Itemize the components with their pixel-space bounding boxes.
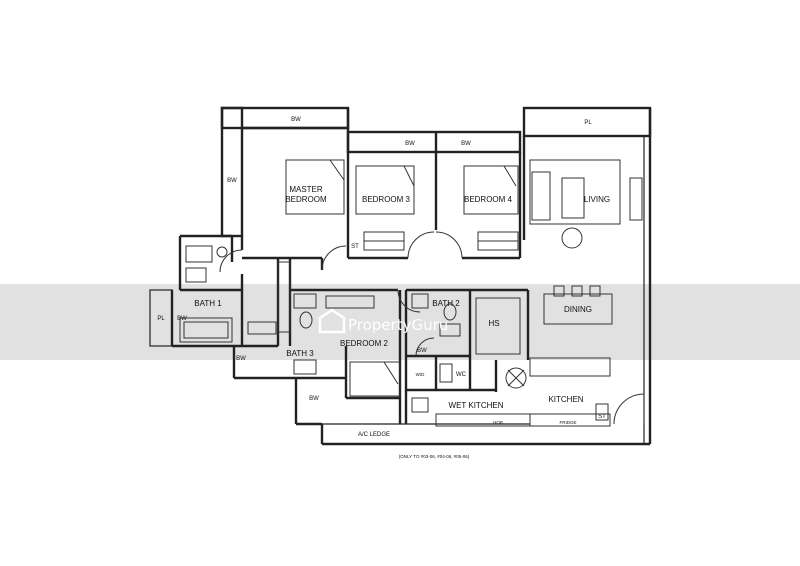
wc-label: WC: [456, 372, 467, 378]
master-bedroom-label-2: BEDROOM: [285, 195, 327, 204]
pl-label: PL: [157, 316, 165, 322]
bw-label: BW: [177, 316, 187, 322]
master-bedroom-label-1: MASTER: [289, 185, 323, 194]
bw-label: BW: [236, 356, 246, 362]
living-label: LIVING: [584, 195, 610, 204]
hob-label: HOB: [493, 420, 503, 425]
bw-label: BW: [461, 141, 471, 147]
bw-label: BW: [405, 141, 415, 147]
internal-walls: [180, 132, 530, 424]
fridge-label: FRIDGE: [559, 420, 576, 425]
wd-label: W/D: [416, 372, 425, 377]
st-label: ST: [598, 414, 606, 420]
wet-kitchen-label: WET KITCHEN: [449, 401, 504, 410]
watermark-text: PropertyGuru: [348, 316, 448, 334]
watermark: PropertyGuru: [318, 308, 448, 334]
ac-ledge-label: A/C LEDGE: [358, 432, 390, 438]
bedroom-4-label: BEDROOM 4: [464, 195, 513, 204]
outer-walls: [149, 106, 652, 446]
pl-label: PL: [584, 120, 592, 126]
kitchen-label: KITCHEN: [548, 395, 583, 404]
hs-label: HS: [488, 319, 499, 328]
bath-1-label: BATH 1: [194, 299, 222, 308]
bw-label: BW: [309, 396, 319, 402]
bw-label: BW: [417, 348, 427, 354]
bedroom-3-label: BEDROOM 3: [362, 195, 411, 204]
st-label: ST: [351, 244, 359, 250]
dining-label: DINING: [564, 305, 592, 314]
door-swings: [219, 231, 645, 425]
watermark-logo-icon: [318, 308, 346, 334]
bath-3-label: BATH 3: [286, 349, 314, 358]
furniture: [179, 159, 643, 427]
bw-label: BW: [227, 178, 237, 184]
bath-2-label: BATH 2: [432, 299, 460, 308]
bw-label: BW: [291, 117, 301, 123]
bedroom-2-label: BEDROOM 2: [340, 339, 389, 348]
unit-note: (ONLY TO #03-06, #04-06, #05-06): [399, 454, 470, 459]
